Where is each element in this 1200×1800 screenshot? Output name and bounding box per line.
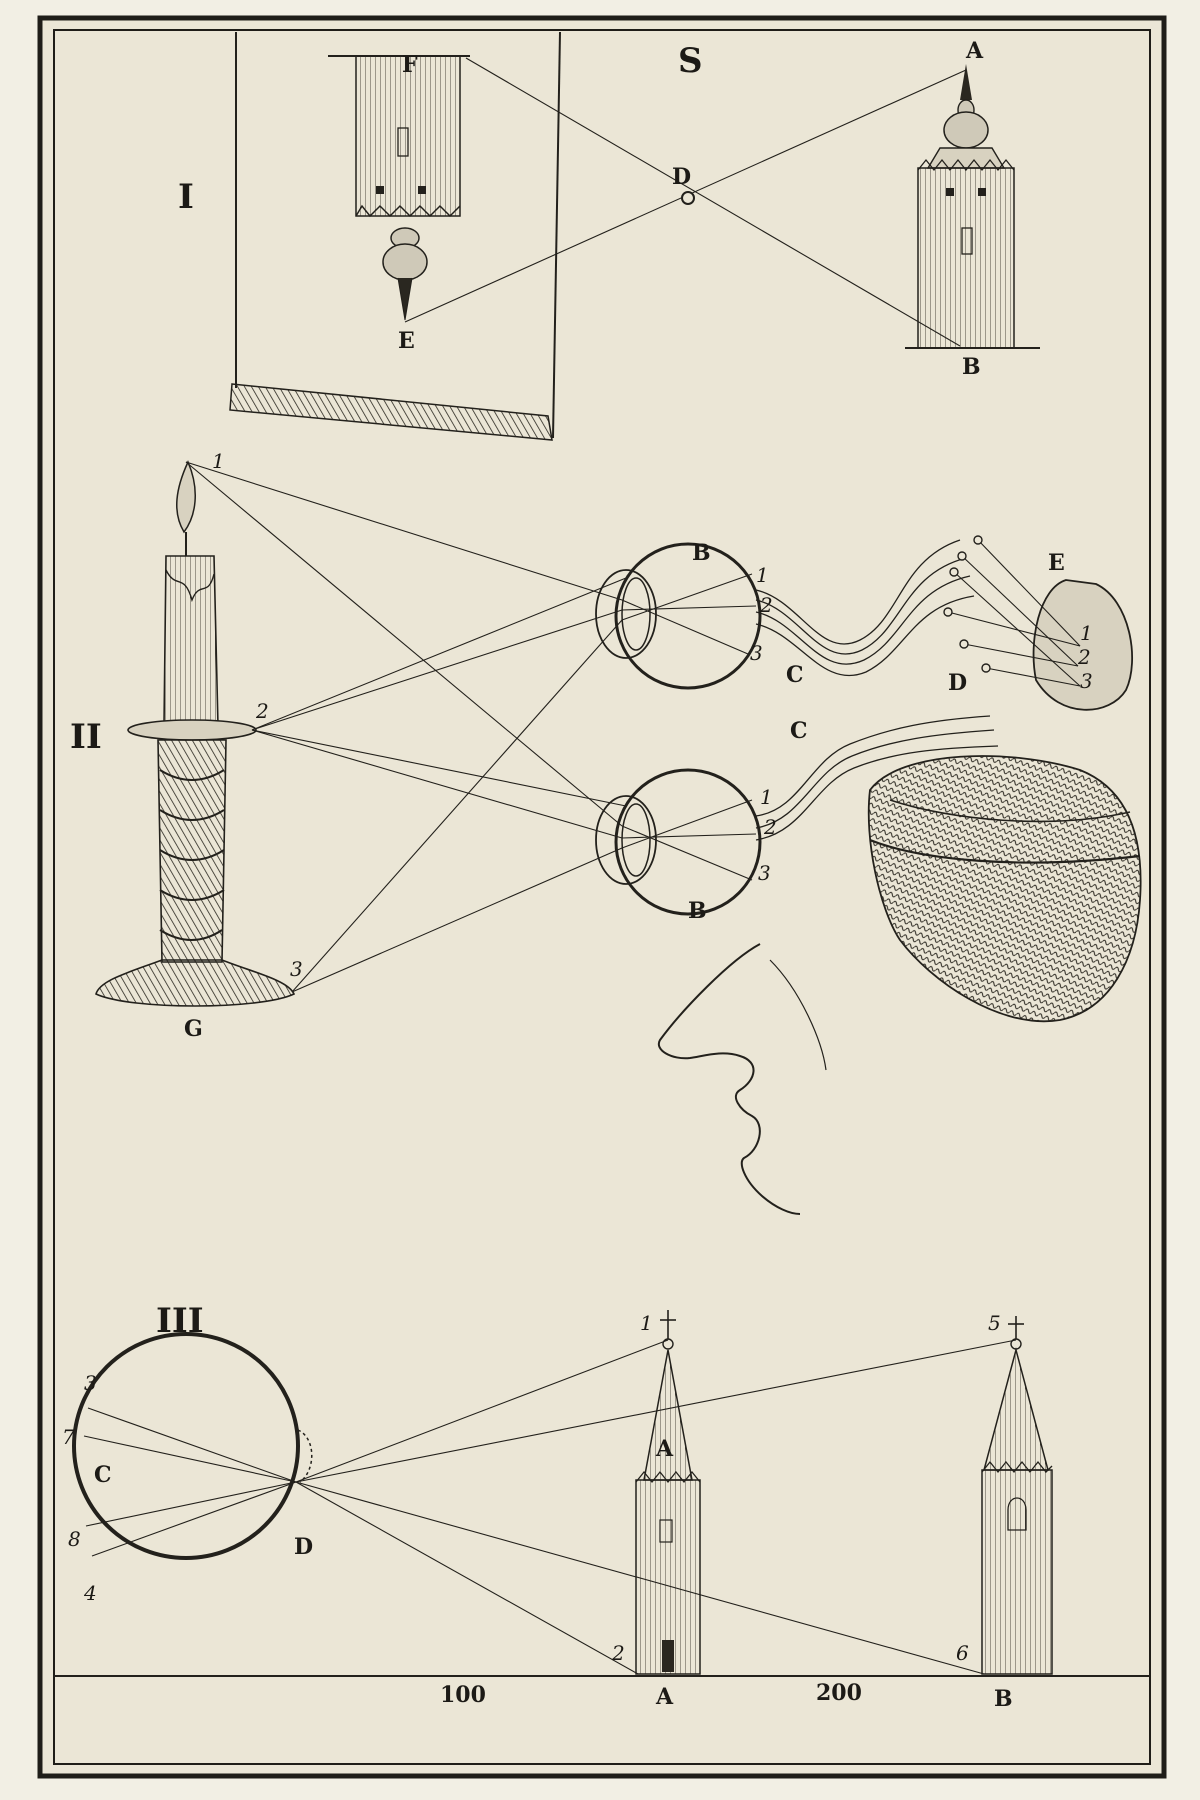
scale-label-100: 100 (440, 1682, 486, 1708)
upper-eye-number: 3 (750, 641, 763, 665)
fig2-rays (185, 461, 757, 993)
upper-eye (595, 542, 762, 690)
fig1-label-S: S (678, 41, 703, 81)
ray-B-to-F (465, 57, 961, 347)
figure-three: III (54, 1301, 1150, 1712)
upper-eye-number: 2 (759, 593, 773, 617)
fig2-label-D: D (948, 670, 967, 696)
nose-and-lips (657, 943, 801, 1215)
scale-label-B: B (994, 1686, 1013, 1712)
fig3-label-A-tower: A (655, 1436, 674, 1462)
fig1-label-D: D (672, 164, 691, 190)
outer-border (37, 15, 1167, 1779)
fig3-label-5: 5 (988, 1311, 1001, 1335)
figure-two-numeral: II (70, 717, 102, 757)
inverted-tower-image (328, 55, 470, 321)
brain (943, 535, 1133, 711)
optic-nerves (755, 539, 999, 841)
figure-one: I (178, 31, 1040, 441)
brain-number: 3 (1080, 669, 1093, 693)
fig2-label-point-2: 2 (255, 699, 269, 723)
fig3-label-C: C (94, 1462, 112, 1488)
brain-number: 2 (1077, 645, 1091, 669)
fig2-label-C-mid: C (790, 718, 808, 744)
fig3-label-2: 2 (611, 1641, 625, 1665)
head-profile (657, 755, 1142, 1215)
fig3-label-7: 7 (62, 1425, 75, 1449)
lower-eye-number: 1 (760, 785, 773, 809)
fig1-label-F: F (402, 52, 418, 78)
fig2-label-point-3: 3 (290, 957, 303, 981)
fig2-label-B-bottom: B (688, 898, 707, 924)
fig2-label-E: E (1048, 550, 1065, 576)
screen-right-edge (552, 31, 561, 439)
inner-border (53, 29, 1151, 1765)
screen-shadow-floor (229, 383, 553, 441)
fig2-label-point-1: 1 (212, 449, 225, 473)
upper-eye-number: 1 (756, 563, 769, 587)
brain-number: 1 (1080, 621, 1093, 645)
lower-eye-number: 2 (763, 815, 777, 839)
figure-two: II (70, 449, 1142, 1215)
figure-one-numeral: I (178, 177, 194, 217)
fig3-label-1: 1 (640, 1311, 653, 1335)
aperture-D (681, 191, 695, 205)
fig3-label-D: D (294, 1534, 313, 1560)
fig3-rays (83, 1339, 1017, 1675)
fig3-tower-B (981, 1316, 1053, 1675)
upright-tower (905, 64, 1040, 349)
lower-eye (595, 768, 762, 916)
fig2-label-G: G (184, 1016, 203, 1042)
fig3-label-4: 4 (83, 1581, 97, 1605)
fig3-label-8: 8 (68, 1527, 81, 1551)
fig1-label-B: B (962, 354, 981, 380)
candle (163, 460, 219, 727)
fig1-label-A: A (965, 38, 984, 64)
fig2-label-B-top: B (692, 540, 711, 566)
fig3-label-3: 3 (84, 1371, 97, 1395)
fig3-label-6: 6 (956, 1641, 969, 1665)
lower-eye-number: 3 (758, 861, 771, 885)
scale-label-A: A (655, 1684, 674, 1710)
scale-label-200: 200 (816, 1680, 862, 1706)
fig2-label-C-top: C (786, 662, 804, 688)
fig3-tower-A (635, 1310, 701, 1675)
candlestick (95, 719, 296, 1007)
fig1-label-E: E (398, 328, 415, 354)
